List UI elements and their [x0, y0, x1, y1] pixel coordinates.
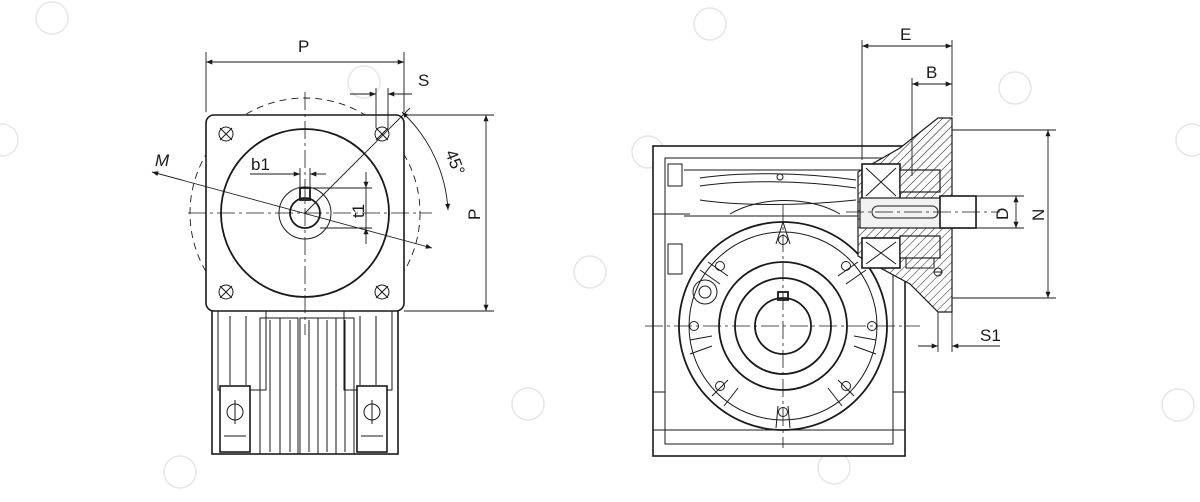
dimension-n: N	[952, 129, 1056, 299]
label-m: M	[155, 151, 170, 170]
label-e: E	[900, 25, 911, 44]
front-view: P S 45° M b1	[151, 37, 494, 455]
label-p-side: P	[465, 209, 484, 220]
label-t1: t1	[349, 204, 368, 218]
label-p-top: P	[298, 37, 309, 56]
dimension-s: S	[350, 71, 429, 128]
dimension-d: D	[976, 195, 1024, 229]
dimension-e: E	[861, 25, 953, 160]
dimension-p-side: P	[404, 114, 494, 312]
label-n: N	[1029, 209, 1048, 221]
label-s: S	[418, 71, 429, 90]
dimension-p-top: P	[205, 37, 405, 112]
watermark-pattern	[0, 1, 1200, 489]
dimension-b: B	[911, 63, 952, 176]
dimension-s1: S1	[918, 312, 1001, 352]
side-view: E B N D S1	[645, 25, 1056, 457]
dimension-b1: b1	[250, 155, 326, 188]
dimension-t1: t1	[310, 172, 372, 244]
label-s1: S1	[980, 326, 1001, 345]
label-b: B	[926, 63, 937, 82]
label-b1: b1	[251, 155, 270, 174]
flange-bolt-holes	[218, 126, 390, 300]
label-angle: 45°	[441, 147, 468, 178]
dimension-m: M	[151, 151, 433, 249]
label-d: D	[993, 208, 1012, 220]
